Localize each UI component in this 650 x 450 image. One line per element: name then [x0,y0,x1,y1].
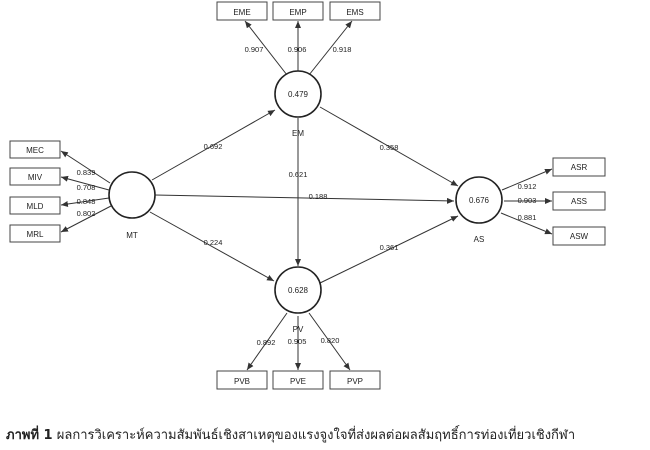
loading-label-EMS: 0.918 [333,45,352,54]
loading-arrow-ASW [500,212,553,235]
figure-caption: ภาพที่ 1 ผลการวิเคราะห์ความสัมพันธ์เชิงส… [6,424,646,445]
indicator-MIV-label: MIV [28,173,43,182]
path-label-EM-AS: 0.358 [380,143,399,152]
indicator-ASW-label: ASW [570,232,589,241]
indicator-ASR: ASR [552,157,606,177]
indicator-ASW: ASW [552,226,606,246]
figure-caption-text: ผลการวิเคราะห์ความสัมพันธ์เชิงสาเหตุของแ… [56,428,576,443]
indicator-PVB-label: PVB [234,377,250,386]
construct-AS-label: AS [474,235,485,244]
indicator-PVP: PVP [329,370,381,390]
path-label-MT-PV: 0.224 [204,238,223,247]
loading-arrow-MRL [60,205,112,233]
indicator-MEC: MEC [9,140,61,159]
construct-PV-label: PV [293,325,304,334]
loading-arrow-PVP [308,312,351,371]
indicator-PVE-label: PVE [290,377,306,386]
indicator-ASR-label: ASR [571,163,588,172]
indicator-EME: EME [216,1,268,21]
indicator-PVP-label: PVP [347,377,363,386]
loading-arrow-MIV [60,175,110,191]
loading-label-PVP: 0.820 [321,336,340,345]
sem-path-diagram: EME EMP EMS MEC MIV MLD MRL ASR ASS ASW [9,1,606,390]
indicator-EME-label: EME [233,8,250,17]
path-arrow-MT-EM [151,109,276,181]
path-arrow-EM-AS [319,106,459,187]
construct-AS-r2: 0.676 [469,196,490,205]
loading-label-EMP: 0.906 [288,45,307,54]
indicator-MLD: MLD [9,196,61,215]
loading-label-MRL: 0.802 [77,209,96,218]
indicator-PVB: PVB [216,370,268,390]
construct-PV: 0.628 PV [274,266,322,334]
construct-AS: 0.676 AS [455,176,503,244]
indicator-EMS-label: EMS [346,8,363,17]
path-label-PV-AS: 0.361 [380,243,399,252]
indicator-EMS: EMS [329,1,381,21]
loading-arrow-MEC [60,150,111,184]
loading-label-PVB: 0.892 [257,338,276,347]
loading-arrow-PVB [246,312,288,371]
loading-label-PVE: 0.905 [288,337,307,346]
indicator-MRL: MRL [9,224,61,243]
construct-EM-r2: 0.479 [288,90,309,99]
indicator-ASS: ASS [552,191,606,211]
path-arrow-MT-PV [149,211,275,282]
construct-EM-label: EM [292,129,304,138]
indicator-PVE: PVE [272,370,324,390]
loading-label-EME: 0.907 [245,45,264,54]
figure-caption-label: ภาพที่ 1 [6,428,53,443]
path-label-MT-AS: 0.188 [309,192,328,201]
indicator-MRL-label: MRL [27,230,44,239]
construct-PV-r2: 0.628 [288,286,309,295]
construct-MT-label: MT [126,231,138,240]
construct-EM: 0.479 EM [274,70,322,138]
indicator-MEC-label: MEC [26,146,44,155]
path-arrow-PV-AS [319,215,459,284]
loading-arrow-EME [244,20,288,76]
loading-arrow-MLD [60,197,110,207]
loading-label-ASS: 0.903 [518,196,537,205]
indicator-ASS-label: ASS [571,197,587,206]
path-label-EM-PV: 0.621 [289,170,308,179]
construct-MT: MT [108,171,156,240]
loading-arrow-ASR [501,168,553,191]
indicator-MLD-label: MLD [27,202,44,211]
loading-label-MIV: 0.708 [77,183,96,192]
indicator-EMP: EMP [272,1,324,21]
path-label-MT-EM: 0.692 [204,142,223,151]
loading-label-MLD: 0.848 [77,197,96,206]
loading-label-ASW: 0.881 [518,213,537,222]
loading-label-ASR: 0.912 [518,182,537,191]
indicator-MIV: MIV [9,167,61,186]
loading-arrow-EMS [308,20,353,76]
path-arrow-MT-AS [154,194,455,204]
indicator-EMP-label: EMP [289,8,306,17]
loading-label-MEC: 0.839 [77,168,96,177]
